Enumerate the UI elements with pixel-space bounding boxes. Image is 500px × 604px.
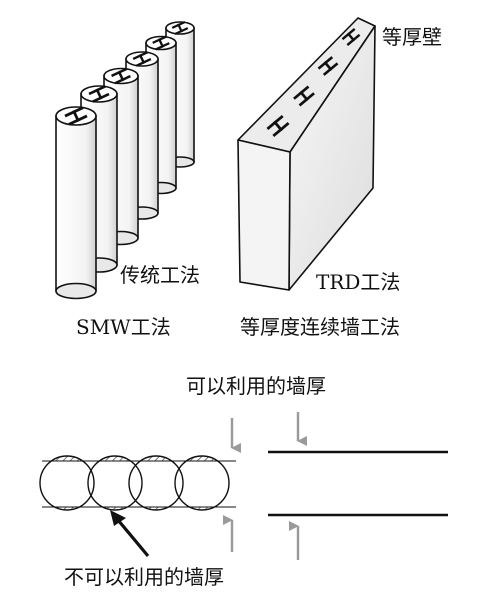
wall-h-beams [266, 28, 361, 138]
plan-circle [128, 455, 184, 511]
h-beam-icon [88, 85, 110, 103]
plan-circle [39, 455, 95, 511]
h-beam-icon [293, 85, 315, 107]
column-circles [39, 455, 230, 511]
h-beam-icon [317, 56, 339, 76]
h-beam-icon [171, 20, 189, 36]
h-beam-icon [64, 106, 88, 126]
plan-circle [87, 455, 143, 511]
thickness-arrows [223, 412, 307, 560]
h-beam-icon [266, 114, 290, 138]
equal-thickness-continuous-wall-method-label: 等厚度连续墙工法 [240, 315, 400, 339]
smw-method-label: SMW工法 [76, 315, 171, 339]
pointer-arrow [110, 510, 150, 558]
column-h-beams [64, 20, 189, 126]
column-1 [55, 106, 97, 300]
trd-method-label: TRD工法 [316, 270, 400, 294]
h-beam-icon [132, 51, 152, 67]
smw-column-group [55, 21, 195, 300]
trd-wall [237, 17, 376, 291]
h-beam-icon [152, 35, 170, 51]
continuous-wall-plan [268, 450, 448, 517]
h-beam-icon [341, 28, 361, 46]
wall-front-face [237, 139, 291, 291]
h-beam-icon [111, 67, 131, 85]
plan-circle [174, 455, 230, 511]
overlapping-columns-plan [39, 455, 236, 511]
traditional-method-label: 传统工法 [120, 263, 200, 287]
equal-thickness-wall-label: 等厚壁 [382, 25, 442, 49]
usable-wall-thickness-label: 可以利用的墙厚 [186, 374, 326, 398]
unusable-wall-thickness-label: 不可以利用的墙厚 [64, 565, 224, 589]
